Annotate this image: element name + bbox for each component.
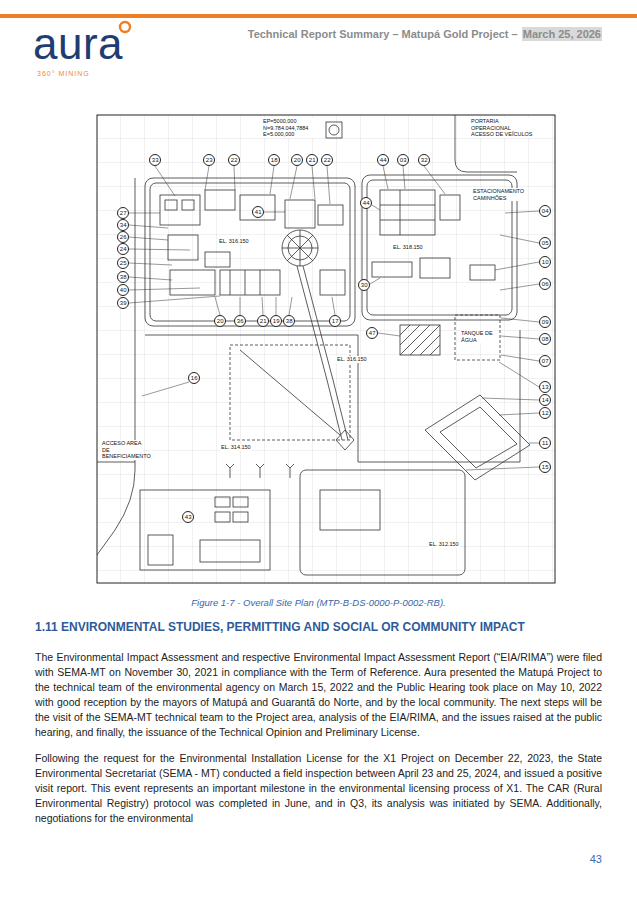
- section-heading: 1.11 ENVIRONMENTAL STUDIES, PERMITTING A…: [35, 620, 602, 635]
- drawing-frame: [97, 115, 555, 583]
- elevation-label: EL. 318.150: [392, 244, 424, 251]
- page-number: 43: [590, 852, 602, 866]
- header-bar: [0, 14, 637, 18]
- drawing-label: EP=5000,000 N=9.784.044,7884 E=5.000,000: [262, 118, 322, 138]
- elevation-label: EL. 316.150: [336, 356, 368, 363]
- running-header: Technical Report Summary – Matupá Gold P…: [248, 27, 518, 41]
- leader-lines: [129, 166, 539, 470]
- elevation-label: EL. 316.150: [218, 238, 250, 245]
- drawing-label: ACCESO AREA DE BENEFICIAMENTO: [101, 440, 143, 460]
- site-features: [97, 115, 530, 575]
- figure-caption: Figure 1-7 - Overall Site Plan (MTP-B-DS…: [0, 597, 637, 609]
- logo-tagline: 360° MINING: [37, 70, 90, 78]
- drawing-label: ESTACIONAMENTO CAMINHÕES: [472, 188, 524, 201]
- body-paragraph: Following the request for the Environmen…: [35, 751, 602, 826]
- drawing-label: TANQUE DE ÁGUA: [460, 330, 494, 343]
- body-paragraph: The Environmental Impact Assessment and …: [35, 650, 602, 740]
- elevation-label: EL. 312.150: [428, 541, 460, 548]
- drawing-label: PORTARIA OPERACIONAL ACESSO DE VEÍCULOS: [470, 118, 534, 138]
- logo-wordmark: aura: [33, 22, 123, 66]
- header-date: March 25, 2026: [522, 27, 602, 41]
- elevation-label: EL. 314.150: [220, 444, 252, 451]
